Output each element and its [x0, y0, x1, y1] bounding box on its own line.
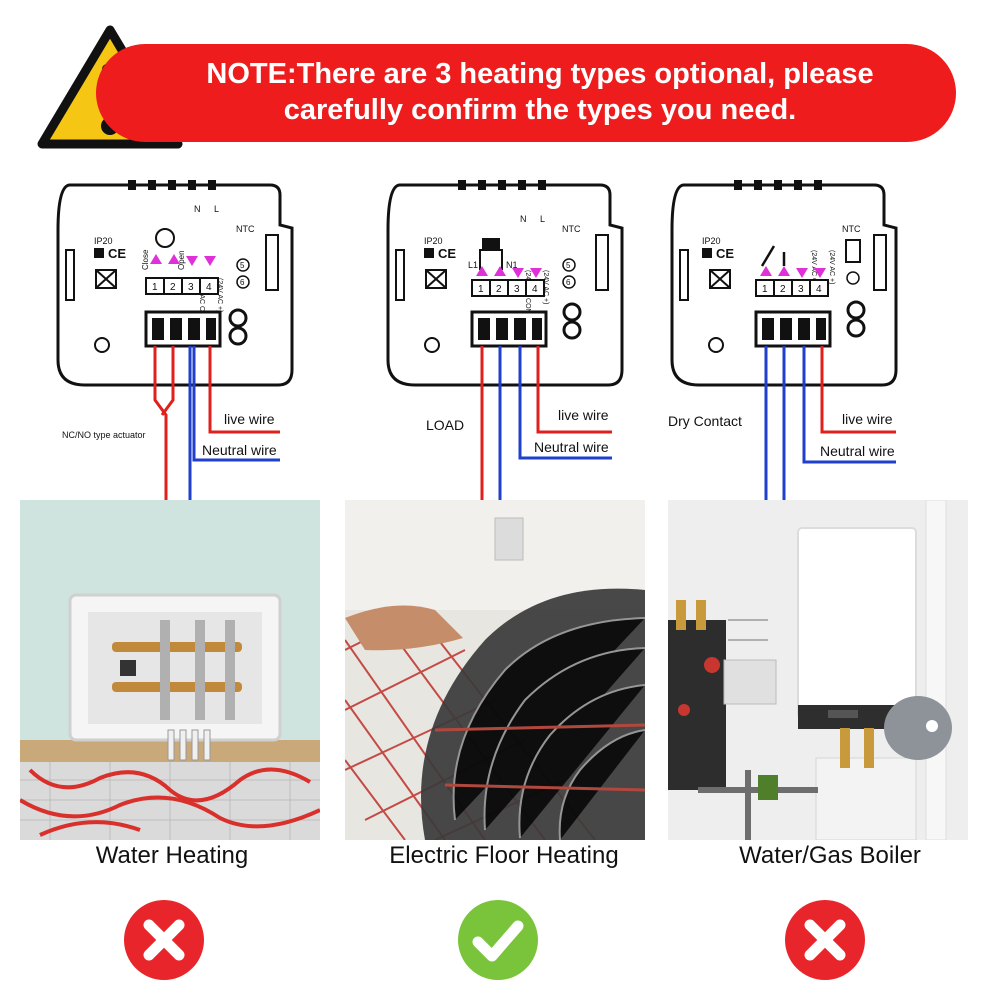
label-l: L: [540, 214, 545, 224]
label-com: (24V AC COM): [198, 278, 205, 325]
terminal-label: 4: [206, 282, 212, 293]
photo-water-gas-boiler: [668, 500, 968, 840]
wiring-diagram-electric-floor-heating: IP20 CE N L NTC L1 N1 (24V AC COM) (24V …: [386, 180, 624, 500]
label-n1: N1: [506, 260, 518, 270]
check-icon: [458, 900, 538, 980]
terminal-label: 4: [532, 284, 538, 295]
caption-water-gas-boiler: Water/Gas Boiler: [739, 842, 921, 869]
label-6: 6: [566, 278, 571, 287]
terminal-label: 2: [496, 284, 502, 295]
terminal-label: 1: [762, 284, 768, 295]
label-close: Close: [141, 249, 150, 270]
ce-mark: CE: [108, 246, 126, 261]
neutral-wire-label: Neutral wire: [534, 439, 609, 455]
label-l: L: [214, 204, 219, 214]
label-n: N: [520, 214, 527, 224]
neutral-wire-label: Neutral wire: [820, 443, 895, 459]
label-open: Open: [177, 250, 186, 270]
caption-electric-floor-heating: Electric Floor Heating: [389, 842, 619, 869]
cross-icon: [124, 900, 204, 980]
terminal-label: 3: [188, 282, 194, 293]
label-l1: L1: [468, 260, 478, 270]
label-plus: (24V AC +): [542, 270, 549, 304]
label-n: N: [194, 204, 201, 214]
label-ntc: NTC: [562, 224, 581, 234]
note-text: NOTE:There are 3 heating types optional,…: [140, 56, 940, 128]
label-ntc: NTC: [842, 224, 861, 234]
terminal-label: 1: [152, 282, 158, 293]
terminal-4: [809, 279, 829, 297]
note-banner: [96, 44, 956, 142]
label-com: (24V AC COM): [810, 250, 817, 297]
neutral-wire-label: Neutral wire: [202, 442, 277, 458]
note-line-1: NOTE:There are 3 heating types optional,…: [206, 58, 874, 90]
load-label: Dry Contact: [668, 413, 742, 429]
terminal-label: 2: [780, 284, 786, 295]
terminal-label: 1: [478, 284, 484, 295]
load-label: LOAD: [426, 417, 464, 433]
label-5: 5: [240, 261, 245, 270]
photo-electric-floor-heating: [345, 500, 645, 840]
wiring-diagram-water-gas-boiler: IP20 CE NTC (24V AC COM) (24V AC +) 1 2 …: [668, 180, 898, 500]
live-wire-label: live wire: [842, 411, 893, 427]
load-label: NC/NO type actuator: [62, 430, 146, 440]
label-5: 5: [566, 261, 571, 270]
terminal-4: [199, 277, 219, 295]
ip-rating: IP20: [94, 236, 113, 246]
label-plus: (24V AC +): [828, 250, 835, 284]
photo-water-heating: [20, 500, 320, 840]
terminal-label: 4: [816, 284, 822, 295]
label-plus: (24V AC +): [216, 278, 223, 312]
terminal-label: 3: [798, 284, 804, 295]
label-ntc: NTC: [236, 224, 255, 234]
ce-mark: CE: [438, 246, 456, 261]
live-wire-label: live wire: [558, 407, 609, 423]
terminal-label: 3: [514, 284, 520, 295]
ip-rating: IP20: [702, 236, 721, 246]
cross-icon: [785, 900, 865, 980]
terminal-label: 2: [170, 282, 176, 293]
caption-water-heating: Water Heating: [95, 842, 249, 869]
terminal-4: [525, 279, 545, 297]
ce-mark: CE: [716, 246, 734, 261]
live-wire-label: live wire: [224, 411, 275, 427]
label-6: 6: [240, 278, 245, 287]
wiring-diagram-water-heating: IP20 CE N L NTC Close Open (24V AC COM) …: [56, 180, 294, 500]
ip-rating: IP20: [424, 236, 443, 246]
note-line-2: carefully confirm the types you need.: [283, 94, 797, 126]
